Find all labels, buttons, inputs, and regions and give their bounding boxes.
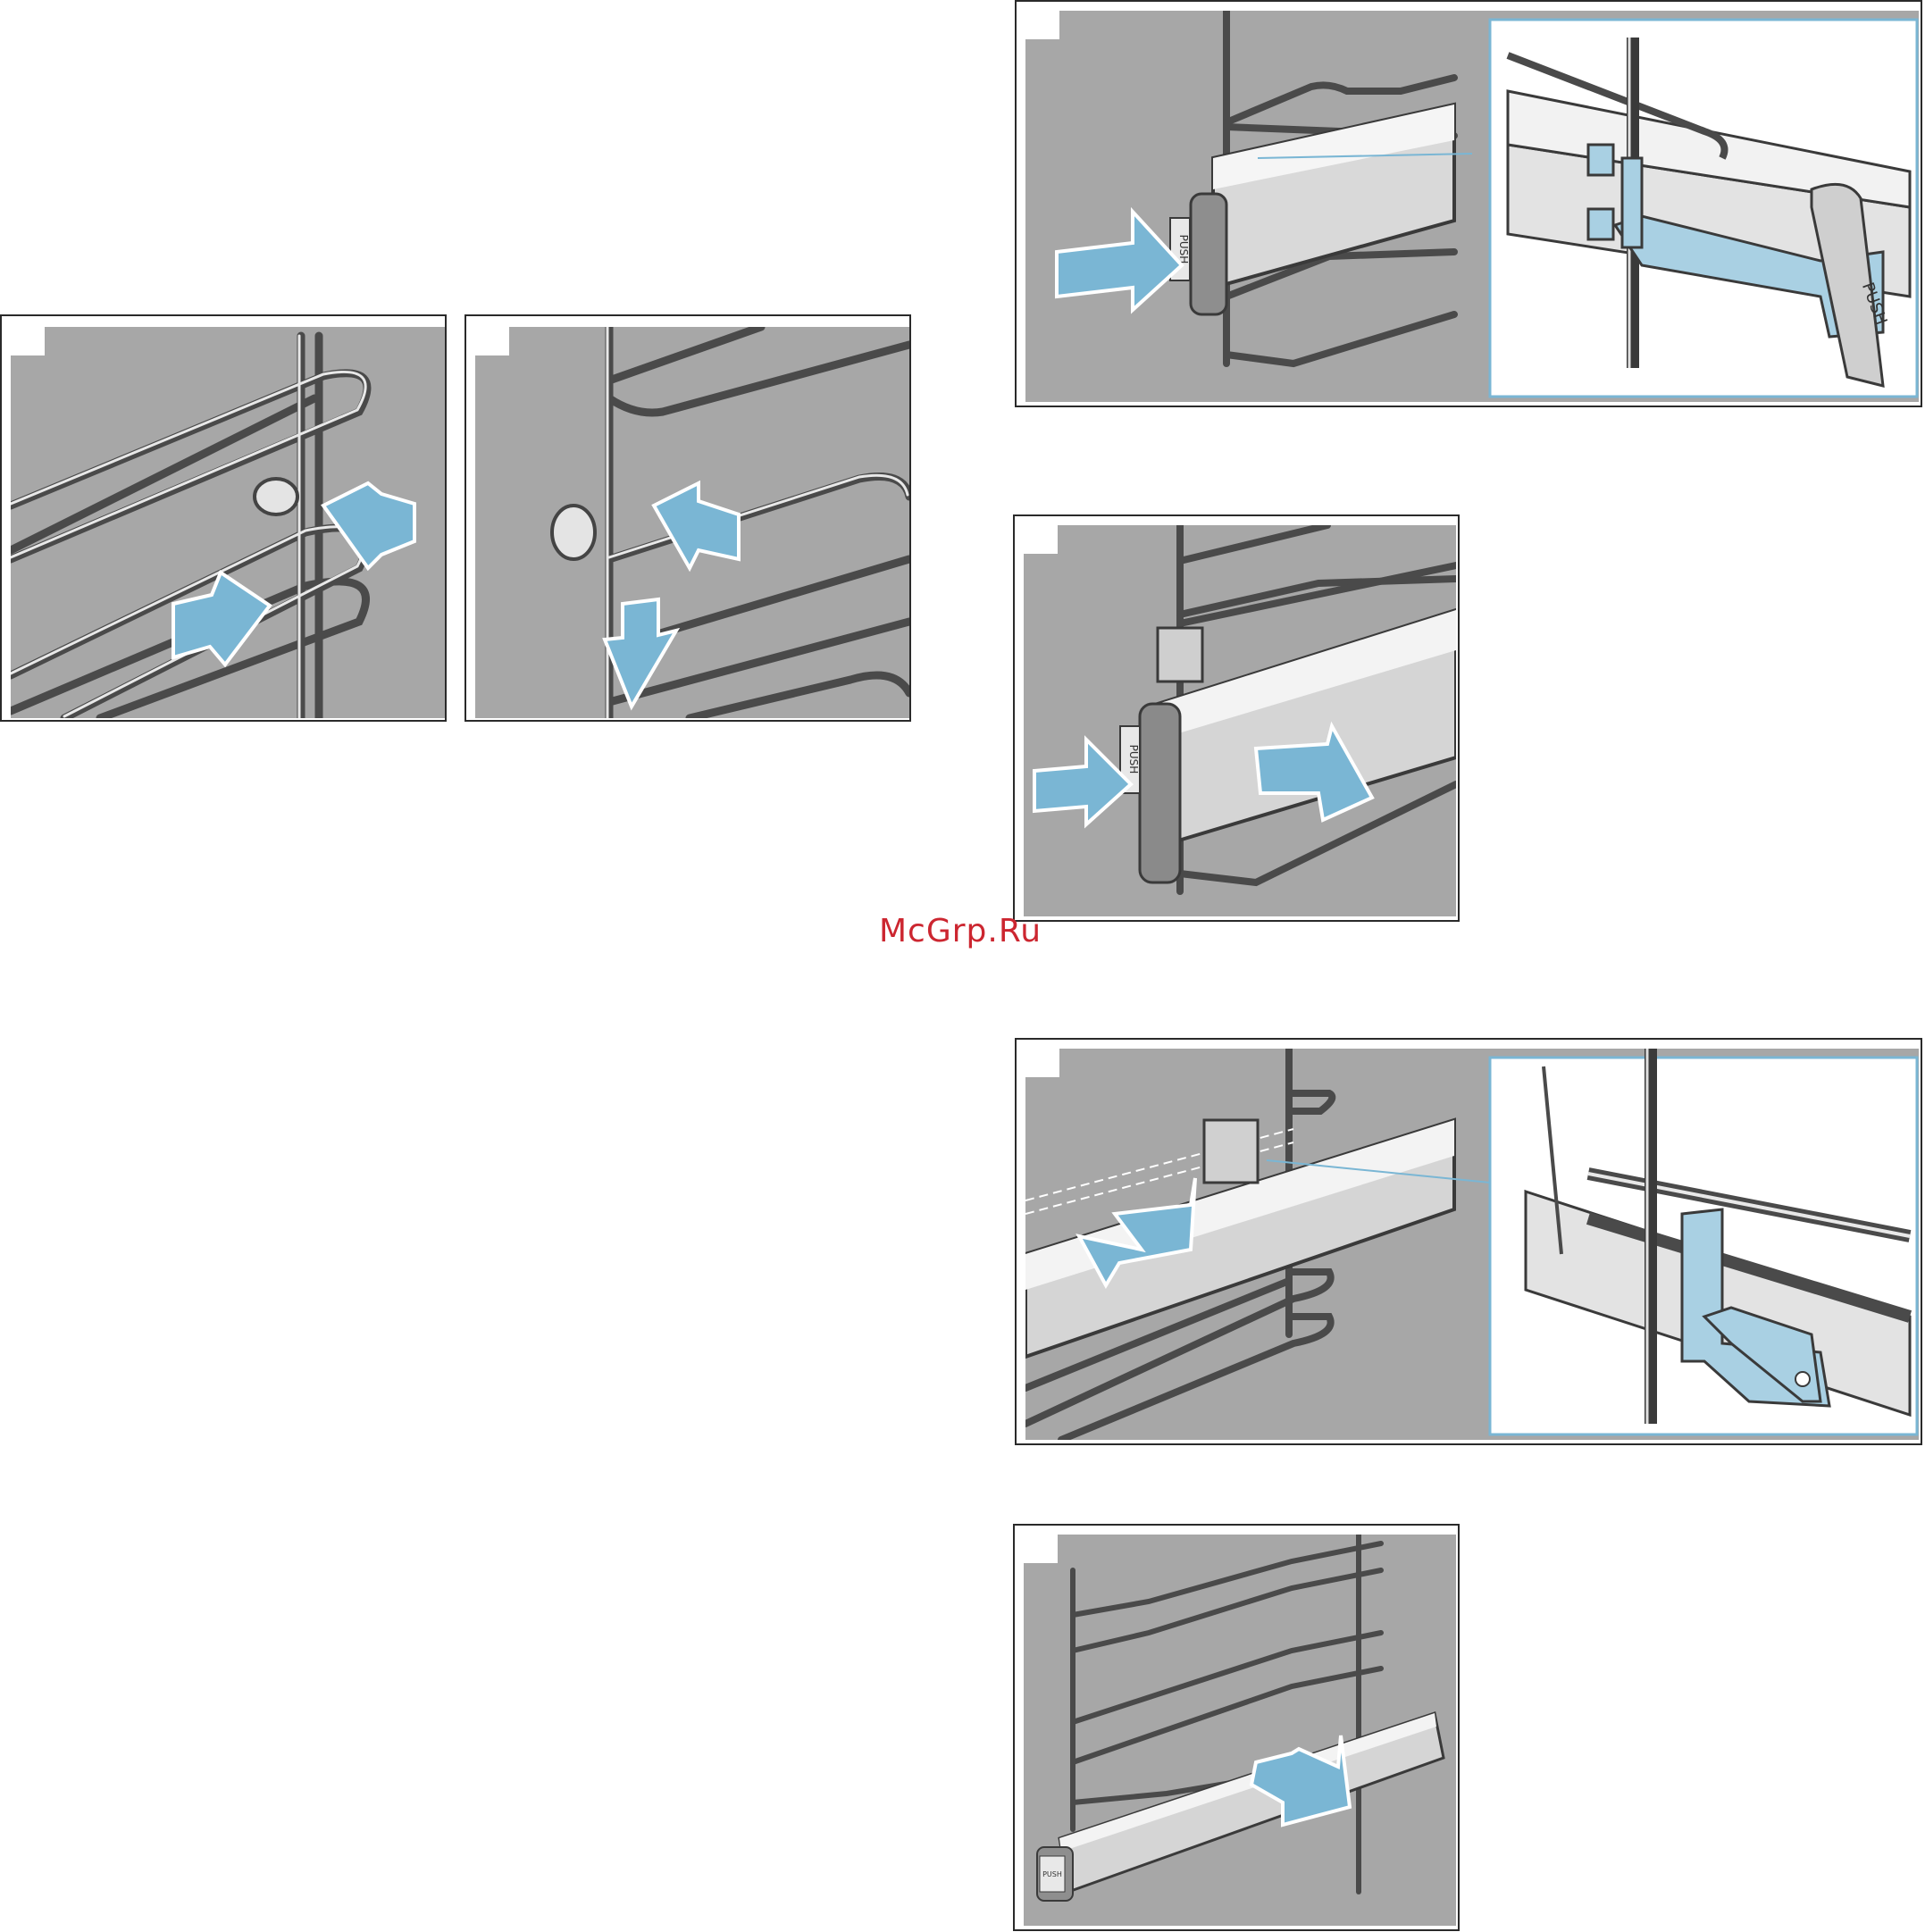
rail-clip xyxy=(1204,1120,1258,1183)
illustration-panel-3: PUSH PUSH xyxy=(1015,0,1922,407)
illustration-panel-5 xyxy=(1015,1038,1922,1445)
panel-4-drawing: PUSH xyxy=(1024,525,1456,916)
rail-end-cap xyxy=(1140,704,1180,882)
watermark: McGrp.Ru xyxy=(879,913,1042,949)
panel-1-drawing xyxy=(11,327,445,718)
step-number-tab xyxy=(475,327,509,355)
rail-clip xyxy=(1158,628,1202,682)
rail-end-cap xyxy=(1191,194,1226,314)
step-number-tab xyxy=(11,327,45,355)
push-label: PUSH xyxy=(1177,235,1190,264)
clip-washer xyxy=(255,479,297,514)
panel-6-drawing: PUSH xyxy=(1024,1535,1456,1926)
illustration-panel-4: PUSH xyxy=(1013,514,1460,922)
step-number-tab xyxy=(1024,525,1058,554)
illustration-panel-1 xyxy=(0,314,447,722)
illustration-panel-6: PUSH xyxy=(1013,1524,1460,1931)
push-label: PUSH xyxy=(1127,745,1140,774)
push-label: PUSH xyxy=(1042,1870,1062,1878)
step-number-tab xyxy=(1025,11,1059,39)
step-number-tab xyxy=(1025,1049,1059,1077)
panel-5-drawing xyxy=(1025,1049,1919,1440)
panel-3-drawing: PUSH PUSH xyxy=(1025,11,1919,402)
clip-washer xyxy=(552,506,595,559)
step-number-tab xyxy=(1024,1535,1058,1563)
panel-2-drawing xyxy=(475,327,909,718)
illustration-panel-2 xyxy=(465,314,911,722)
